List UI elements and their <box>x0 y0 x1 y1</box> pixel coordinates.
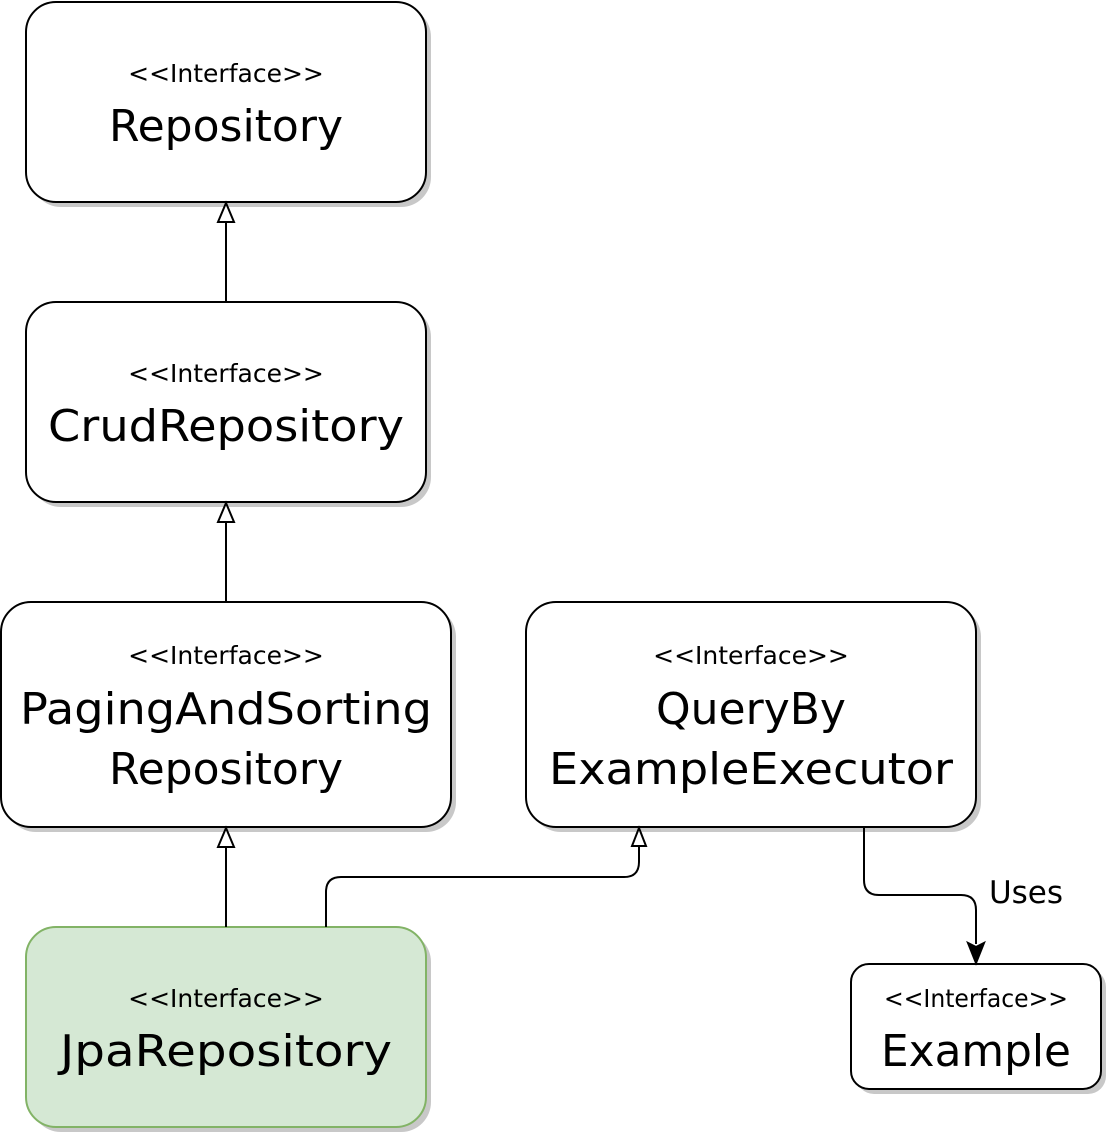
node-paging-stereotype: <<Interface>> <box>128 641 324 670</box>
arrowhead-query-uses-example <box>966 940 986 966</box>
node-repository-stereotype: <<Interface>> <box>128 59 324 88</box>
node-crud-repository-stereotype: <<Interface>> <box>128 359 324 388</box>
node-jpa-repository[interactable]: <<Interface>> JpaRepository <box>25 926 427 1128</box>
node-query-name-line1: QueryBy <box>656 684 846 735</box>
edge-jpa-to-query <box>325 846 640 927</box>
node-query-by-example-executor-box <box>525 601 977 828</box>
node-jpa-stereotype: <<Interface>> <box>128 984 324 1013</box>
node-paging-name-line1: PagingAndSorting <box>20 684 432 735</box>
edges <box>216 200 986 966</box>
arrowhead-jpa-to-paging <box>216 825 236 848</box>
node-query-stereotype: <<Interface>> <box>653 641 849 670</box>
node-example-stereotype: <<Interface>> <box>884 984 1068 1013</box>
node-crud-repository-name: CrudRepository <box>48 401 404 452</box>
node-query-by-example-executor[interactable]: <<Interface>> QueryBy ExampleExecutor <box>525 601 977 828</box>
arrowhead-paging-to-crud <box>216 500 236 523</box>
node-jpa-name: JpaRepository <box>57 1026 392 1077</box>
node-crud-repository[interactable]: <<Interface>> CrudRepository <box>25 301 427 503</box>
node-example[interactable]: <<Interface>> Example <box>850 963 1102 1090</box>
node-paging-name-line2: Repository <box>109 744 343 795</box>
arrowhead-jpa-to-query <box>630 825 648 847</box>
node-example-name: Example <box>881 1026 1071 1077</box>
node-query-name-line2: ExampleExecutor <box>549 744 954 795</box>
node-repository[interactable]: <<Interface>> Repository <box>25 1 427 203</box>
edge-query-uses-example <box>863 827 977 944</box>
node-repository-name: Repository <box>109 101 343 152</box>
arrowhead-crud-to-repository <box>216 200 236 223</box>
node-paging-and-sorting-repository[interactable]: <<Interface>> PagingAndSorting Repositor… <box>0 601 452 828</box>
edge-label-uses: Uses <box>989 875 1063 911</box>
